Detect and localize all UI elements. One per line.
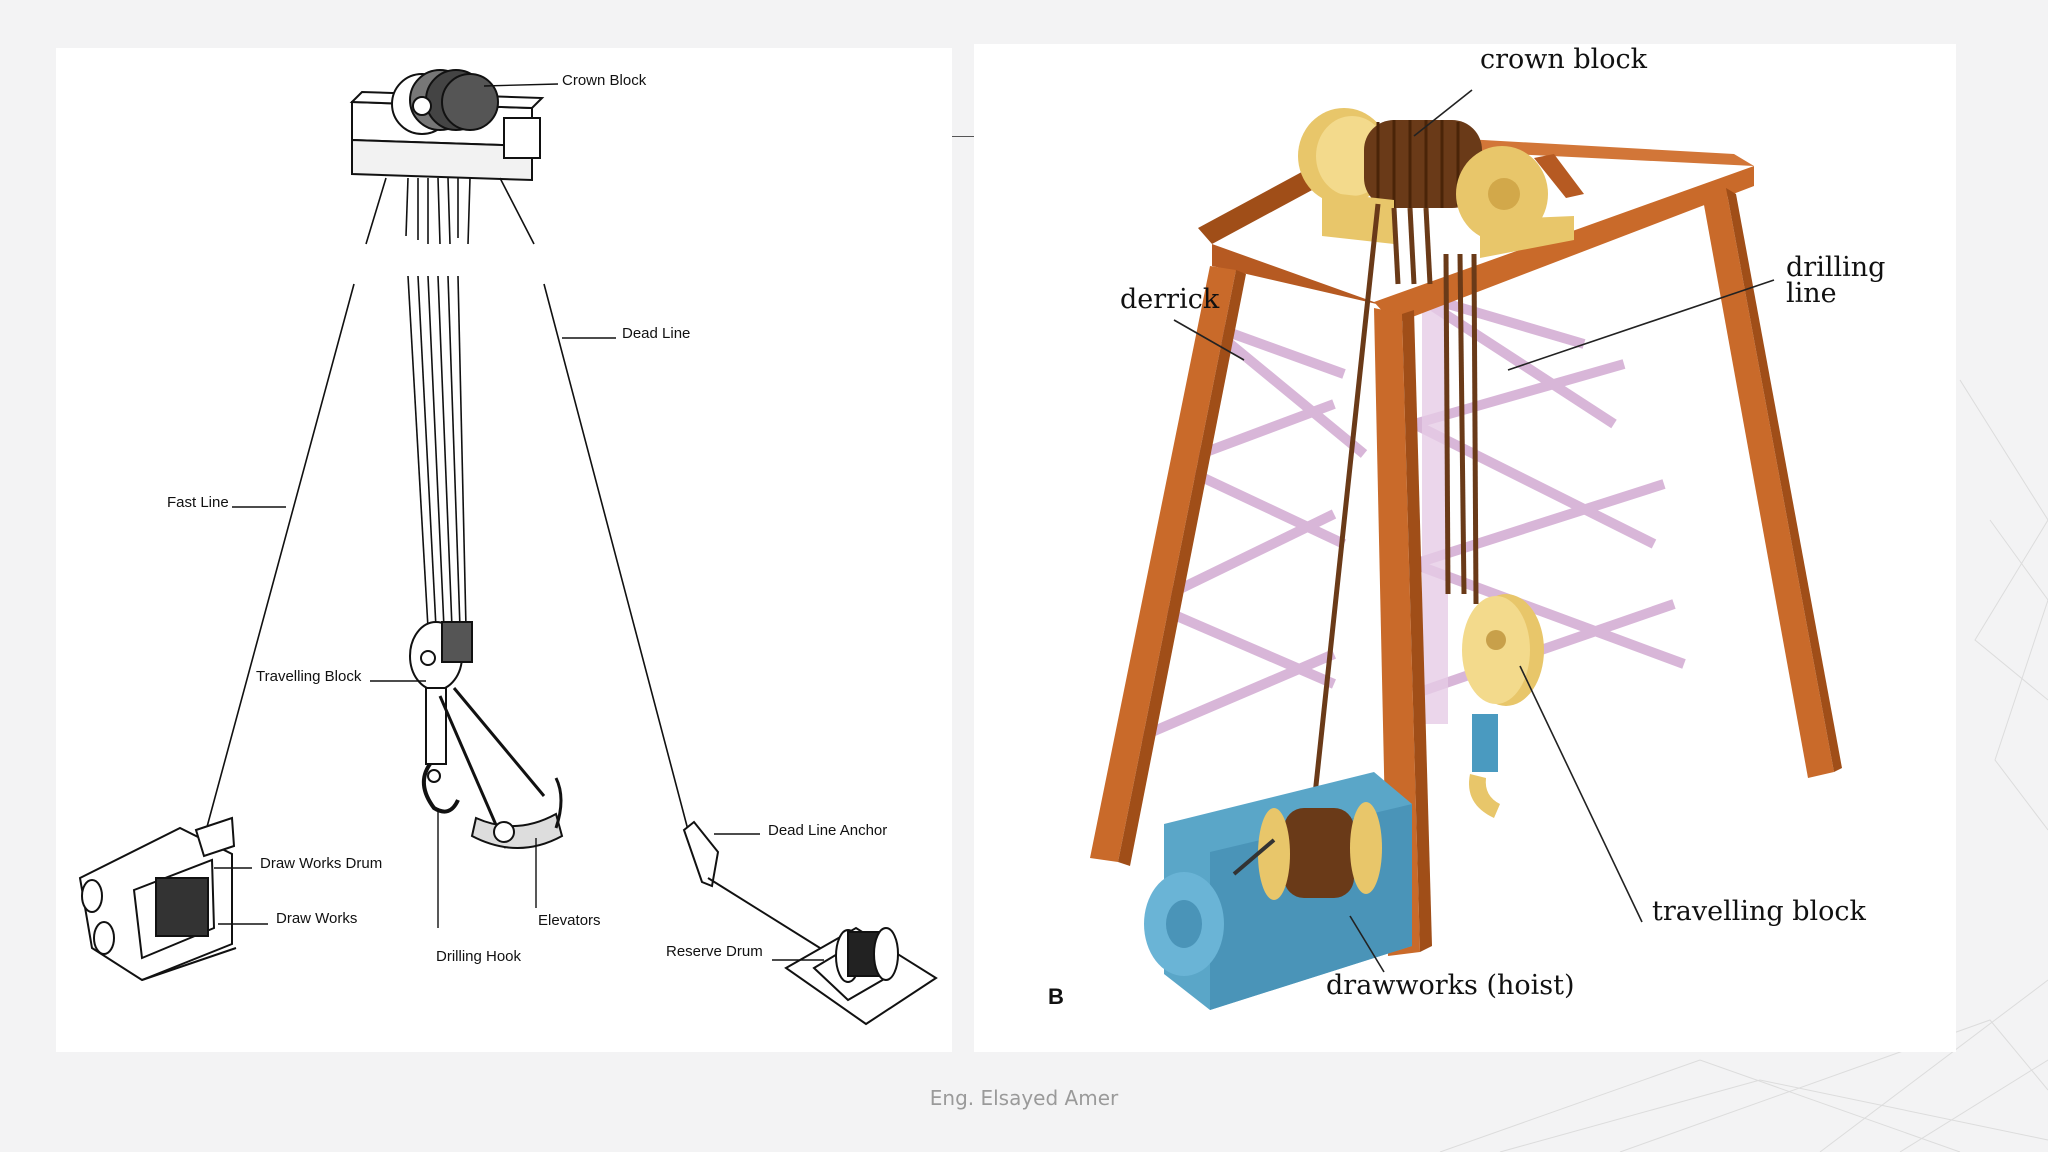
schematic-drawing [56,48,952,1052]
divider-mark [952,136,976,137]
label-draw-works-drum: Draw Works Drum [260,855,382,872]
label-drilling-line-2: line [1786,280,1837,307]
travelling-block-shape-3d [1462,594,1544,818]
label-drilling-hook: Drilling Hook [436,948,521,965]
derrick-illustration: crown block drilling line derrick travel… [974,44,1956,1052]
label-dead-line: Dead Line [622,325,690,342]
panel-letter: B [1048,986,1064,1008]
label-derrick: derrick [1120,286,1219,313]
label-reserve-drum: Reserve Drum [666,943,763,960]
elevators-shape [472,778,562,848]
reserve-drum-shape [786,928,936,1024]
label-fast-line: Fast Line [167,494,229,511]
label-draw-works: Draw Works [276,910,357,927]
dead-line-anchor-shape [684,822,836,958]
label-crown-block-3d: crown block [1480,46,1647,73]
draw-works-shape [80,818,236,980]
label-elevators: Elevators [538,912,601,929]
label-travelling-block-3d: travelling block [1652,898,1866,925]
travelling-block-shape [410,622,472,812]
label-drilling-line-1: drilling [1786,254,1885,281]
crown-block-shape [352,70,542,180]
footer-author: Eng. Elsayed Amer [0,1086,2048,1110]
label-travelling-block: Travelling Block [256,668,361,685]
label-dead-line-anchor: Dead Line Anchor [768,822,887,839]
label-crown-block: Crown Block [562,72,646,89]
hoisting-system-schematic: Crown Block Dead Line Fast Line Travelli… [56,48,952,1052]
label-drawworks: drawworks (hoist) [1326,972,1575,999]
